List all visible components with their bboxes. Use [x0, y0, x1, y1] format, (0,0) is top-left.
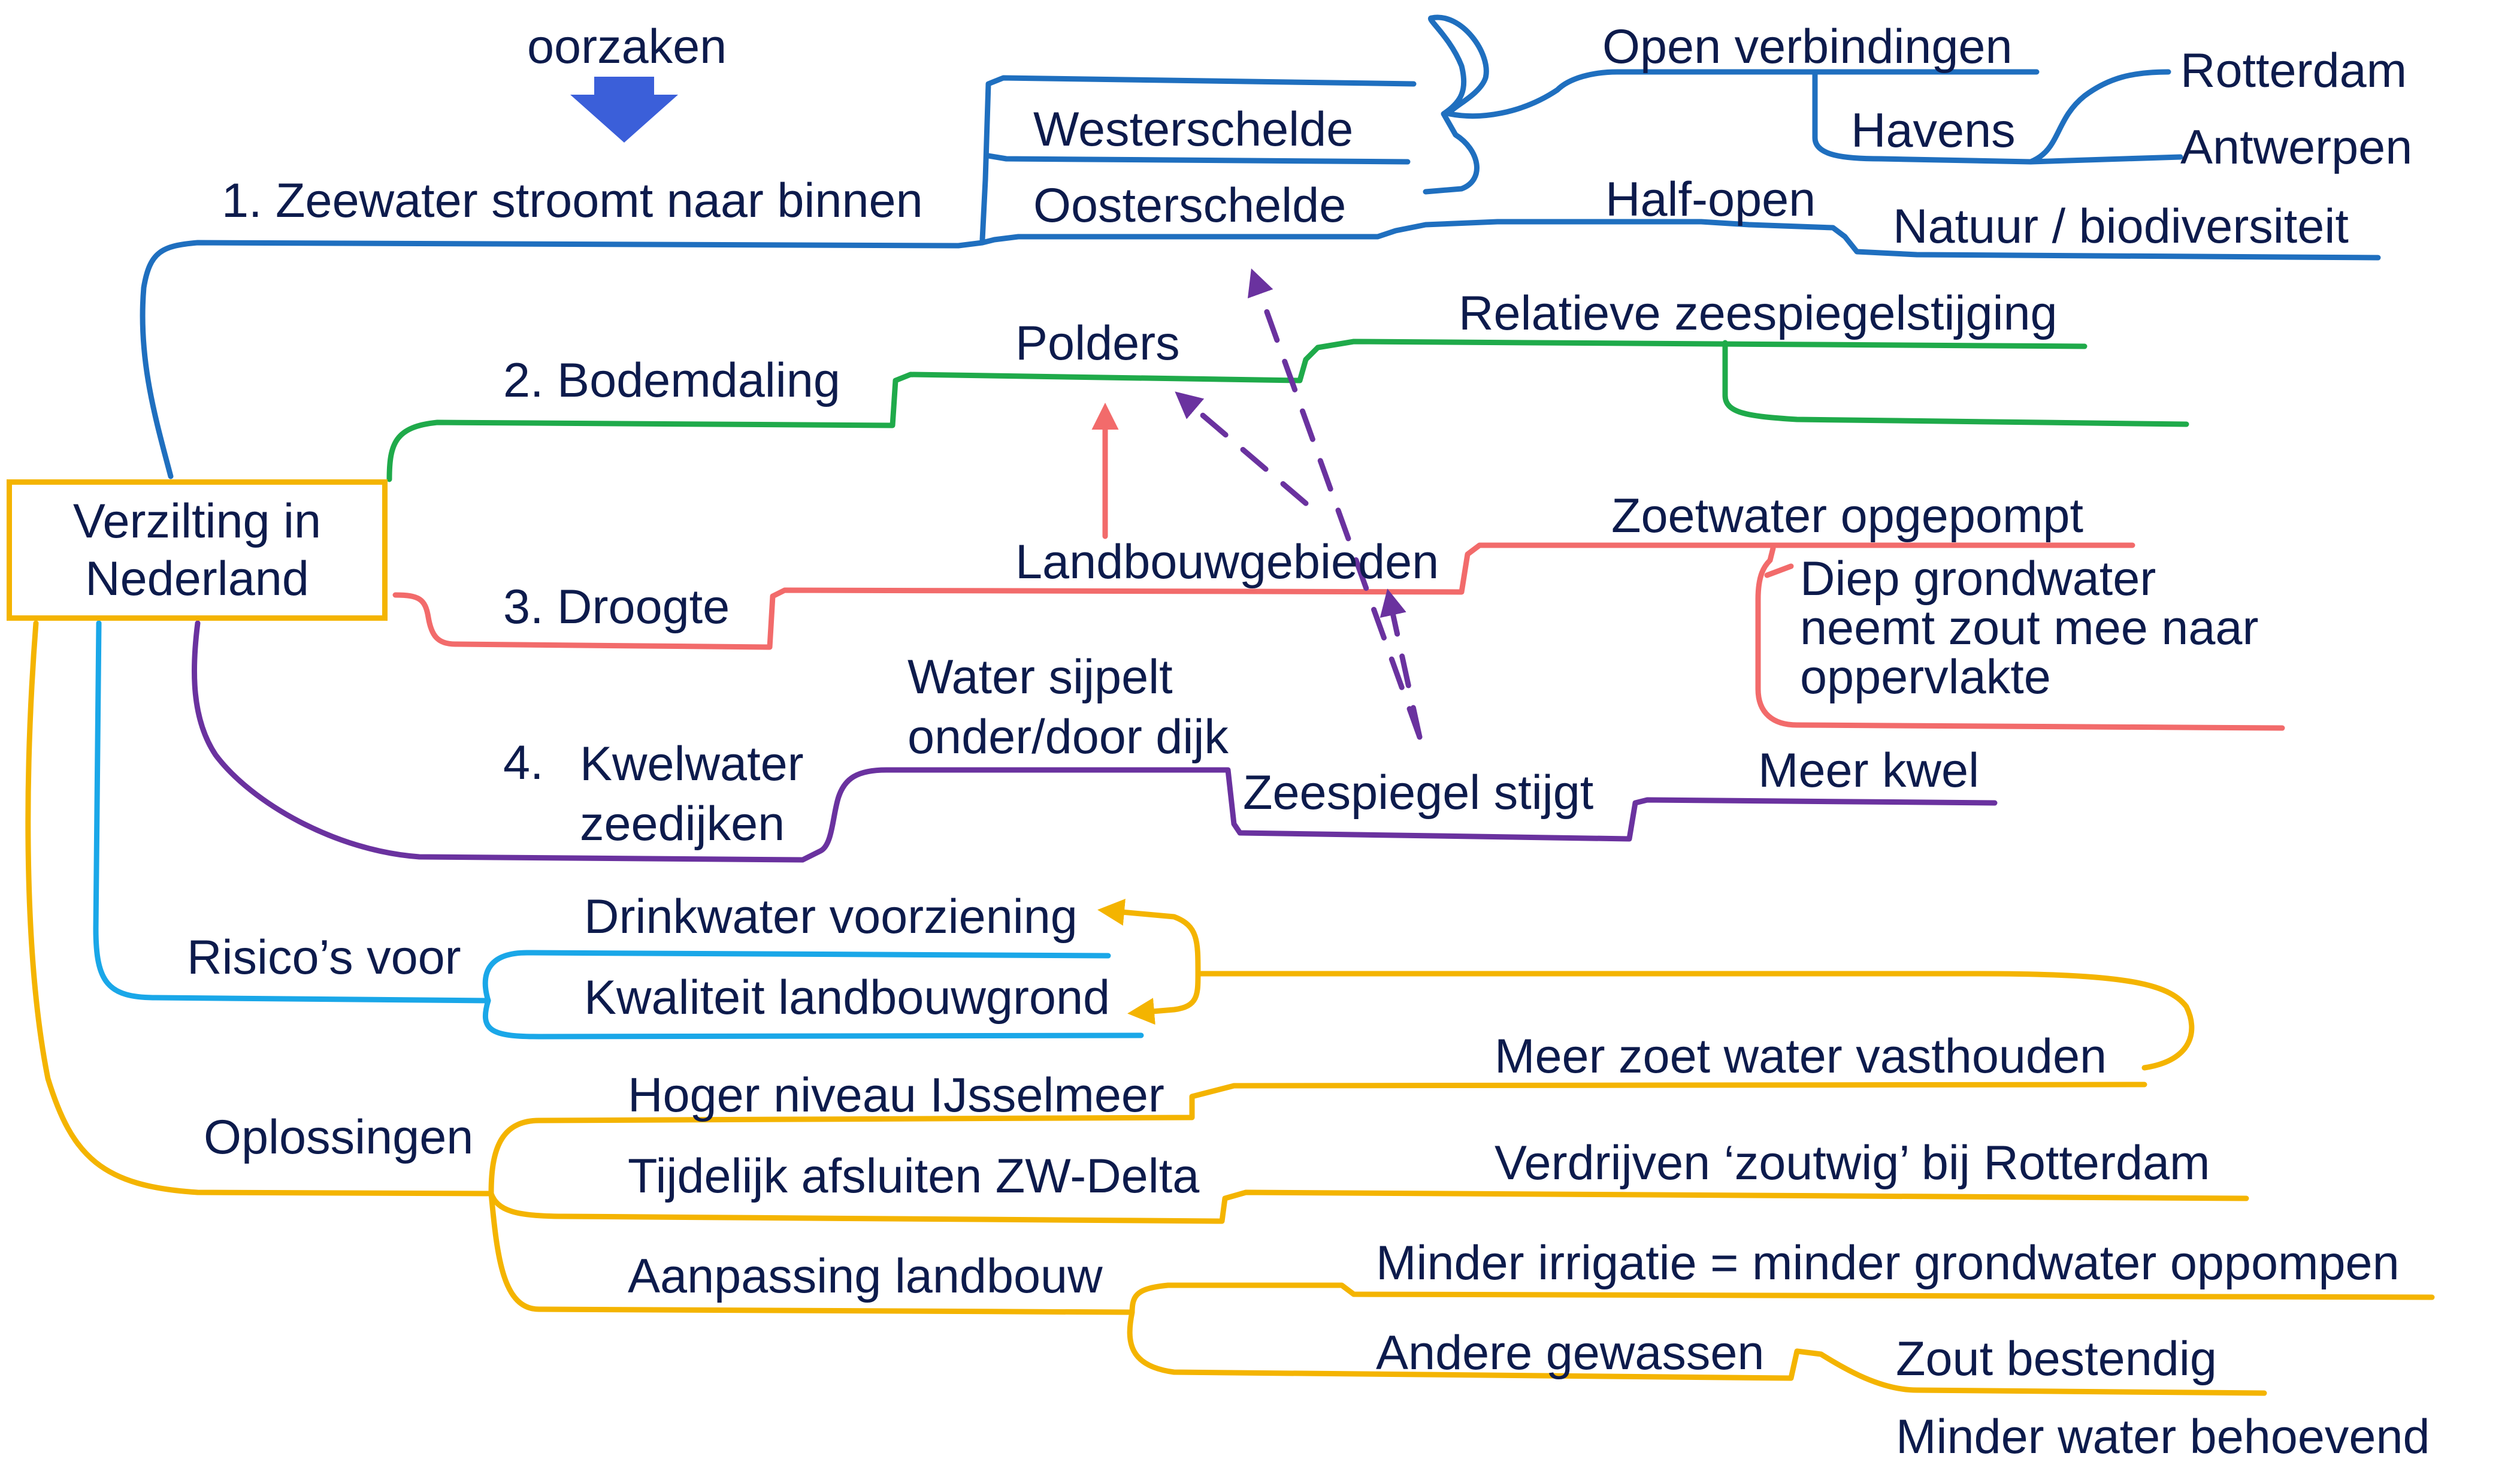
node-minder-irrigatie: Minder irrigatie = minder grondwater opp… — [1376, 1236, 2400, 1290]
node-polders: Polders — [1015, 316, 1180, 370]
branch-kwelwater-number: 4. — [503, 736, 544, 790]
branch-zeewater-title: 1. Zeewater stroomt naar binnen — [222, 174, 923, 228]
node-westerschelde: Westerschelde — [1033, 102, 1354, 156]
node-open-verbindingen: Open verbindingen — [1602, 20, 2013, 74]
node-zoetwater-opgepompt: Zoetwater opgepompt — [1611, 489, 2083, 543]
branch-kwelwater-lines — [191, 268, 1998, 863]
branch-risicos-title: Risico’s voor — [187, 931, 461, 984]
node-havens: Havens — [1851, 104, 2016, 158]
down-arrow-icon — [570, 77, 678, 143]
node-landbouwgebieden: Landbouwgebieden — [1015, 535, 1439, 589]
node-kwaliteit-landbouwgrond: Kwaliteit landbouwgrond — [584, 971, 1111, 1025]
node-rotterdam: Rotterdam — [2180, 44, 2407, 98]
node-tijdelijk-afsluiten: Tijdelijk afsluiten ZW-Delta — [628, 1149, 1200, 1203]
node-minder-water-behoevend: Minder water behoevend — [1896, 1410, 2430, 1464]
node-antwerpen: Antwerpen — [2180, 120, 2413, 174]
root-node: Verzilting in Nederland — [7, 479, 388, 621]
node-hoger-niveau-ijsselmeer: Hoger niveau IJsselmeer — [628, 1068, 1164, 1122]
node-aanpassing-landbouw: Aanpassing landbouw — [628, 1249, 1103, 1303]
node-natuur-biodiversiteit: Natuur / biodiversiteit — [1893, 200, 2349, 253]
node-water-sijpelt: Water sijpelt onder/door dijk — [907, 650, 1229, 764]
branch-droogte-lines — [392, 403, 2285, 731]
node-zout-bestendig: Zout bestendig — [1896, 1332, 2217, 1386]
node-diep-grondwater: Diep grondwater neemt zout mee naar oppe… — [1800, 552, 2259, 704]
branch-kwelwater-title: Kwelwater zeedijken — [580, 737, 804, 851]
branch-risicos-lines — [93, 620, 1144, 1040]
branch-bodemdaling-lines — [386, 339, 2189, 482]
header-oorzaken: oorzaken — [527, 20, 727, 74]
node-relatieve-zeespiegelstijging: Relatieve zeespiegelstijging — [1459, 286, 2058, 340]
node-half-open: Half-open — [1605, 173, 1816, 226]
branch-bodemdaling-title: 2. Bodemdaling — [503, 354, 840, 407]
branch-zeewater-lines — [140, 14, 2381, 479]
branch-oplossingen-title: Oplossingen — [204, 1110, 474, 1164]
node-drinkwater-voorziening: Drinkwater voorziening — [584, 890, 1078, 944]
node-meer-zoet-water: Meer zoet water vasthouden — [1495, 1029, 2107, 1083]
node-oosterschelde: Oosterschelde — [1033, 179, 1347, 232]
node-verdrijven-zoutwig: Verdrijven ‘zoutwig’ bij Rotterdam — [1495, 1136, 2210, 1190]
branch-oplossingen-lines — [25, 620, 2435, 1396]
branch-droogte-title: 3. Droogte — [503, 580, 730, 634]
node-meer-kwel: Meer kwel — [1758, 744, 1980, 798]
node-andere-gewassen: Andere gewassen — [1376, 1326, 1765, 1380]
node-zeespiegel-stijgt: Zeespiegel stijgt — [1243, 766, 1594, 820]
